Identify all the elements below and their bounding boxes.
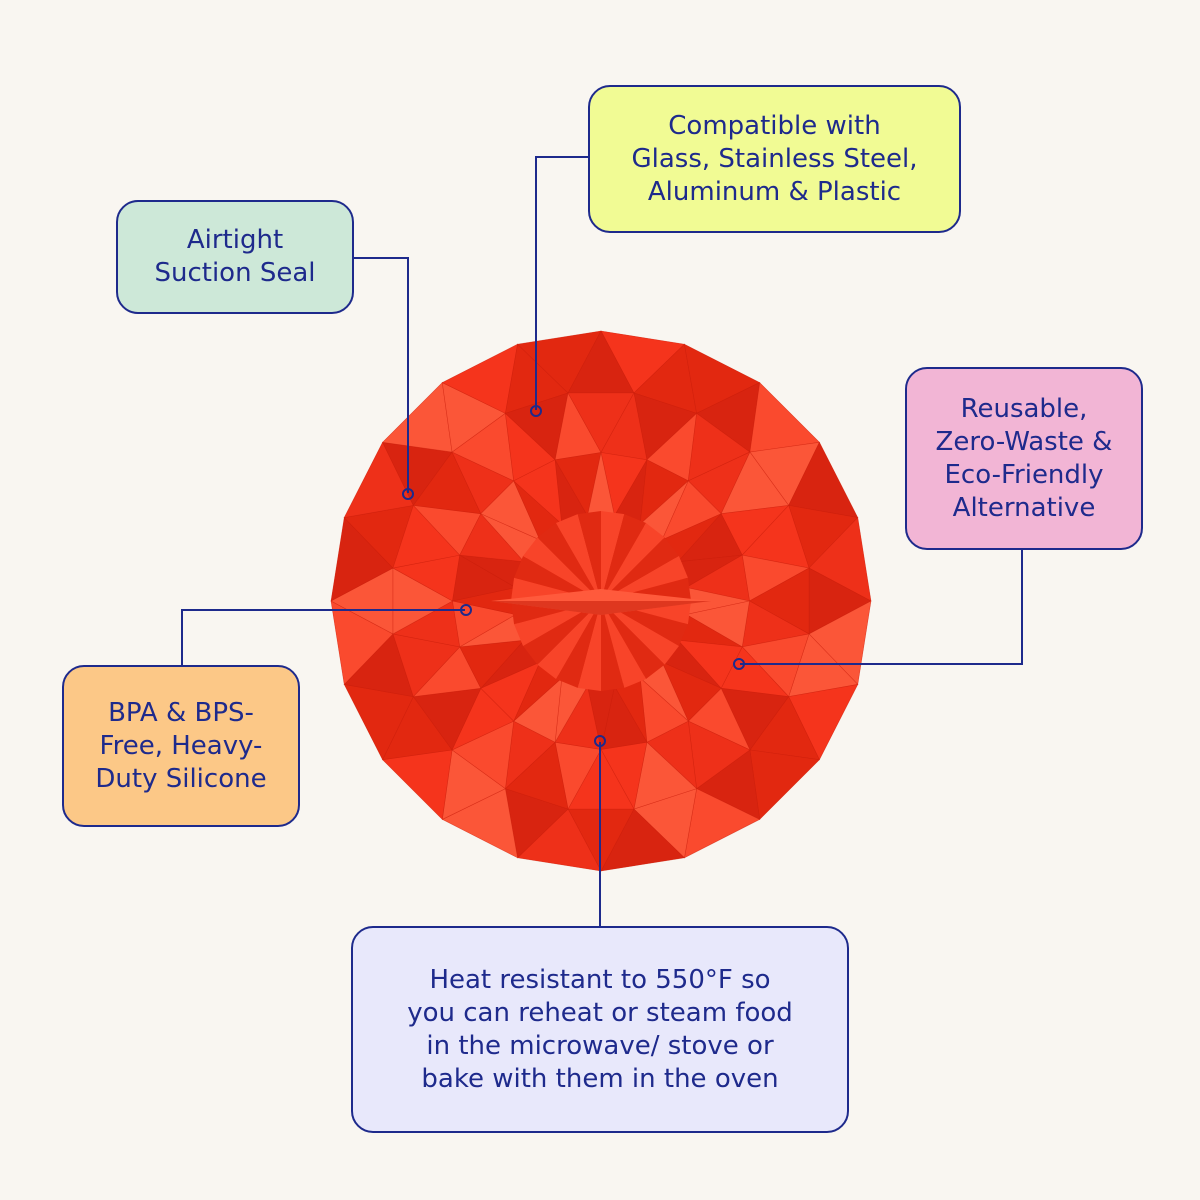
anchor-dot-airtight: [402, 488, 414, 500]
callout-heat-resistant: Heat resistant to 550°F so you can rehea…: [351, 926, 849, 1133]
callout-airtight-seal: Airtight Suction Seal: [116, 200, 354, 314]
connector-bpa: [181, 609, 465, 665]
callout-compatible: Compatible with Glass, Stainless Steel, …: [588, 85, 961, 233]
anchor-dot-bpa: [460, 604, 472, 616]
connector-reusable: [740, 550, 1023, 665]
anchor-dot-reusable: [733, 658, 745, 670]
callout-reusable: Reusable, Zero-Waste & Eco-Friendly Alte…: [905, 367, 1143, 550]
anchor-dot-heat: [594, 735, 606, 747]
connector-airtight: [354, 257, 409, 493]
connector-compatible: [535, 156, 588, 410]
anchor-dot-compatible: [530, 405, 542, 417]
callout-bpa-free: BPA & BPS- Free, Heavy- Duty Silicone: [62, 665, 300, 827]
